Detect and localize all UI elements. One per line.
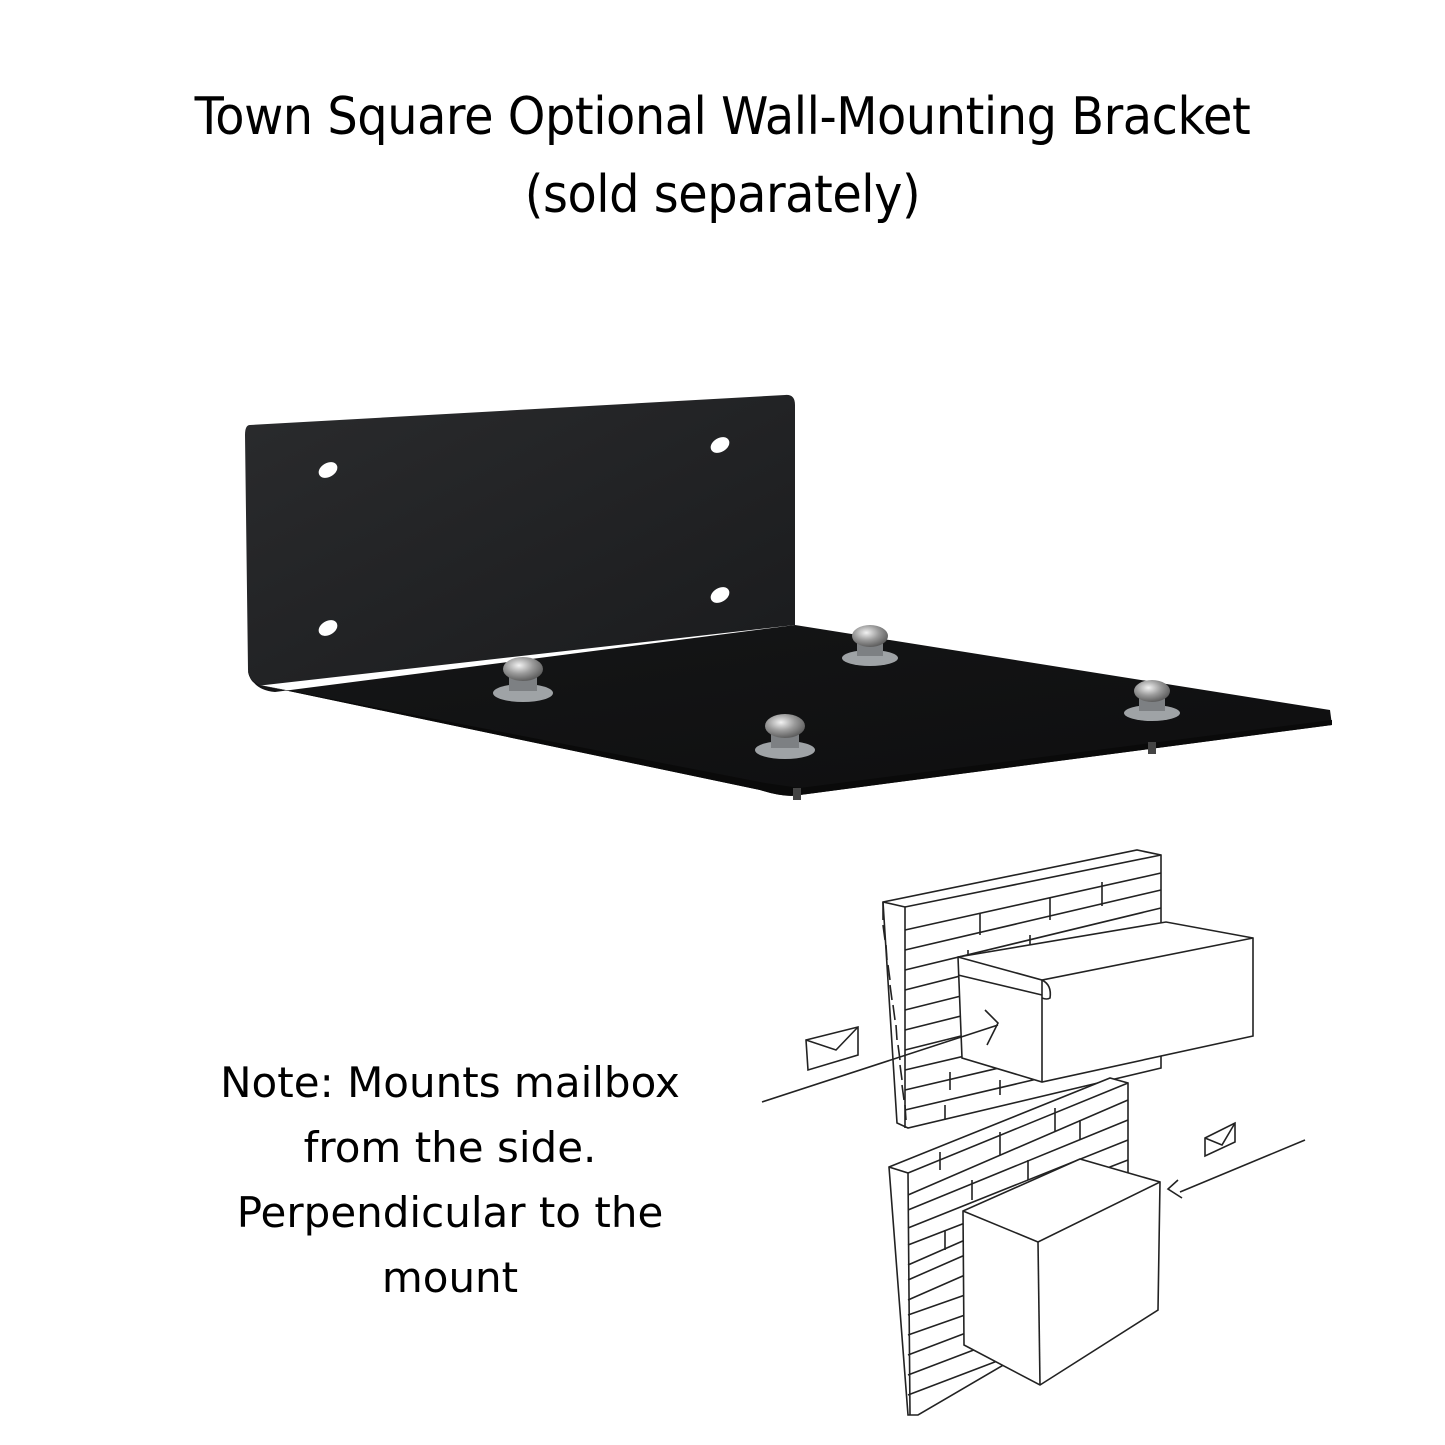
title-line-2: (sold separately) [524, 165, 921, 225]
mailbox-upper [957, 921, 1254, 1083]
note-line-1: Note: Mounts mailbox [220, 1058, 680, 1107]
arrow-icon [984, 1009, 999, 1046]
mounting-diagram [761, 849, 1306, 1416]
mailbox-lower [962, 1158, 1161, 1386]
insertion-line-upper [761, 1024, 999, 1103]
note-line-4: mount [381, 1253, 519, 1302]
page-title: Town Square Optional Wall-Mounting Brack… [58, 78, 1387, 234]
bracket-product-image [245, 394, 1332, 800]
mounting-note: Note: Mounts mailbox from the side. Perp… [190, 1050, 710, 1310]
note-line-2: from the side. [303, 1123, 597, 1172]
envelope-icon [1204, 1121, 1236, 1158]
mounting-holes [318, 437, 730, 636]
envelope-icon [805, 1025, 859, 1072]
title-line-1: Town Square Optional Wall-Mounting Brack… [194, 87, 1251, 147]
insertion-line-lower [1179, 1139, 1306, 1193]
screws [493, 625, 1180, 800]
note-line-3: Perpendicular to the [236, 1188, 664, 1237]
arrow-icon [1166, 1179, 1183, 1199]
